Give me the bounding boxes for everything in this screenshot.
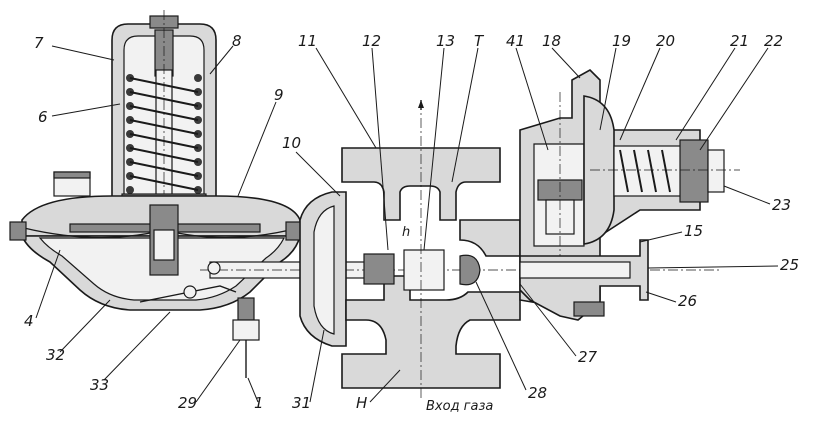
slam-shut-assembly <box>519 69 740 321</box>
label-21: 21 <box>730 32 749 50</box>
label-11: 11 <box>298 32 317 50</box>
spring-housing <box>111 10 217 300</box>
spring-coils <box>126 74 202 194</box>
label-20: 20 <box>656 32 675 50</box>
label-13: 13 <box>436 32 455 50</box>
label-22: 22 <box>764 32 783 50</box>
label-32: 32 <box>46 346 65 364</box>
label-T: T <box>474 32 485 50</box>
label-15: 15 <box>684 222 703 240</box>
label-1: 1 <box>254 394 264 412</box>
valve-body <box>299 100 521 400</box>
label-9: 9 <box>274 86 284 104</box>
leader-lines <box>35 45 779 403</box>
label-23: 23 <box>772 196 791 214</box>
label-h: h <box>402 225 410 240</box>
label-H: H <box>356 394 367 412</box>
label-18: 18 <box>542 32 561 50</box>
label-19: 19 <box>612 32 631 50</box>
label-25: 25 <box>780 256 799 274</box>
label-33: 33 <box>90 376 109 394</box>
label-29: 29 <box>178 394 197 412</box>
cartridge-spring <box>619 149 671 193</box>
label-10: 10 <box>282 134 301 152</box>
label-31: 31 <box>292 394 311 412</box>
label-12: 12 <box>362 32 381 50</box>
label-8: 8 <box>232 32 242 50</box>
diaphragm-housing <box>9 171 303 311</box>
label-7: 7 <box>34 34 44 52</box>
label-27: 27 <box>578 348 598 366</box>
label-28: 28 <box>528 384 547 402</box>
label-4: 4 <box>24 312 34 330</box>
label-26: 26 <box>678 292 697 310</box>
gas-inlet-caption: Вход газа <box>426 399 493 414</box>
label-41: 41 <box>506 32 525 50</box>
label-6: 6 <box>38 108 48 126</box>
part-labels: 7 8 6 9 10 11 12 13 T 41 18 19 20 21 22 … <box>24 32 799 414</box>
